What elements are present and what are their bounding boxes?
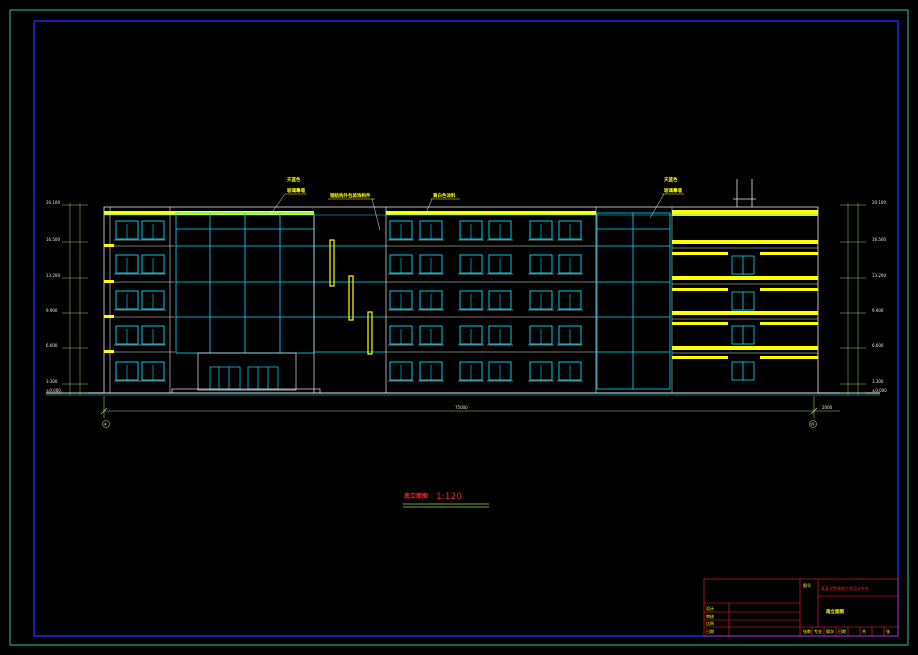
center-section bbox=[313, 207, 387, 393]
window-grid bbox=[114, 220, 583, 382]
tb-row-3: 日期 bbox=[706, 628, 714, 634]
tb-row-1: 审核 bbox=[706, 613, 714, 619]
axis-left: ① bbox=[104, 422, 108, 427]
note-curtain-wall-right-1: 天蓝色 bbox=[664, 176, 678, 183]
note-curtain-wall-left-2: 玻璃幕墙 bbox=[287, 187, 305, 194]
axis-markers: ① ⑭ bbox=[102, 420, 817, 428]
parapet-band-right bbox=[672, 210, 818, 216]
tb-drawing-name: 南立面图 bbox=[826, 608, 844, 615]
level-label: 6.600 bbox=[872, 343, 884, 348]
overall-dimension: 75000 bbox=[455, 405, 468, 410]
decorative-fins bbox=[329, 239, 373, 355]
title-block-text: 某某学院建筑工程设计专业 南立面图 设计 审核 比例 日期 图号 张数 专业 版… bbox=[706, 582, 890, 634]
level-label: 3.300 bbox=[872, 379, 884, 384]
right-dimension: 2000 bbox=[822, 405, 833, 410]
tb-row-0: 设计 bbox=[706, 605, 714, 611]
level-label: 16.500 bbox=[46, 237, 60, 242]
level-marks-right: 20.100 16.500 13.200 9.900 6.600 3.300 ±0.000 bbox=[840, 200, 887, 395]
annotations: 天蓝色 玻璃幕墙 钢结构外包装饰构件 黄白色涂料 天蓝色 玻璃幕墙 bbox=[269, 176, 684, 231]
tb-col-3: 版次 bbox=[826, 628, 834, 634]
level-marks-left: 20.100 16.500 13.200 9.900 6.600 3.300 ±0.000 bbox=[46, 200, 88, 395]
drawing-frame bbox=[33, 20, 899, 637]
tb-col-4: 日期 bbox=[838, 628, 846, 634]
tb-col-0: 图号 bbox=[803, 582, 811, 588]
note-curtain-wall-right-2: 玻璃幕墙 bbox=[664, 187, 682, 194]
level-label: 20.100 bbox=[46, 200, 60, 205]
parapet-band-mid bbox=[386, 211, 596, 215]
level-label: 13.200 bbox=[46, 273, 60, 278]
drawing-title: 南立面图 1:120 bbox=[403, 492, 489, 508]
middle-block bbox=[386, 207, 597, 393]
tb-institution: 某某学院建筑工程设计专业 bbox=[821, 585, 869, 591]
curtain-wall-left bbox=[175, 212, 315, 354]
tb-col-2: 专业 bbox=[814, 628, 822, 634]
tb-col-1: 张数 bbox=[803, 628, 811, 634]
axis-right: ⑭ bbox=[811, 421, 815, 427]
right-wing bbox=[671, 179, 818, 393]
level-label: 20.100 bbox=[872, 200, 886, 205]
level-label: 3.300 bbox=[46, 379, 58, 384]
level-label: ±0.000 bbox=[46, 388, 61, 393]
dimension-line: 75000 2000 bbox=[100, 396, 840, 418]
building-elevation bbox=[46, 179, 880, 396]
building-outline bbox=[103, 206, 819, 394]
level-label: ±0.000 bbox=[872, 388, 887, 393]
sheet-border bbox=[9, 9, 909, 646]
note-parapet: 黄白色涂料 bbox=[433, 192, 456, 199]
curtain-wall-right bbox=[596, 212, 671, 390]
title-scale: 1:120 bbox=[436, 492, 462, 502]
level-label: 13.200 bbox=[872, 273, 886, 278]
note-curtain-wall-left-1: 天蓝色 bbox=[287, 176, 301, 183]
title-block bbox=[703, 578, 899, 637]
level-label: 9.900 bbox=[872, 308, 884, 313]
level-label: 6.600 bbox=[46, 343, 58, 348]
level-label: 16.500 bbox=[872, 237, 886, 242]
tb-col-5: 共 bbox=[862, 628, 866, 634]
note-center: 钢结构外包装饰构件 bbox=[330, 192, 371, 199]
tb-col-6: 张 bbox=[886, 628, 890, 634]
title-prefix: 南立面图 bbox=[404, 492, 428, 500]
main-entrance bbox=[171, 352, 321, 394]
tb-row-2: 比例 bbox=[706, 620, 714, 626]
level-label: 9.900 bbox=[46, 308, 58, 313]
